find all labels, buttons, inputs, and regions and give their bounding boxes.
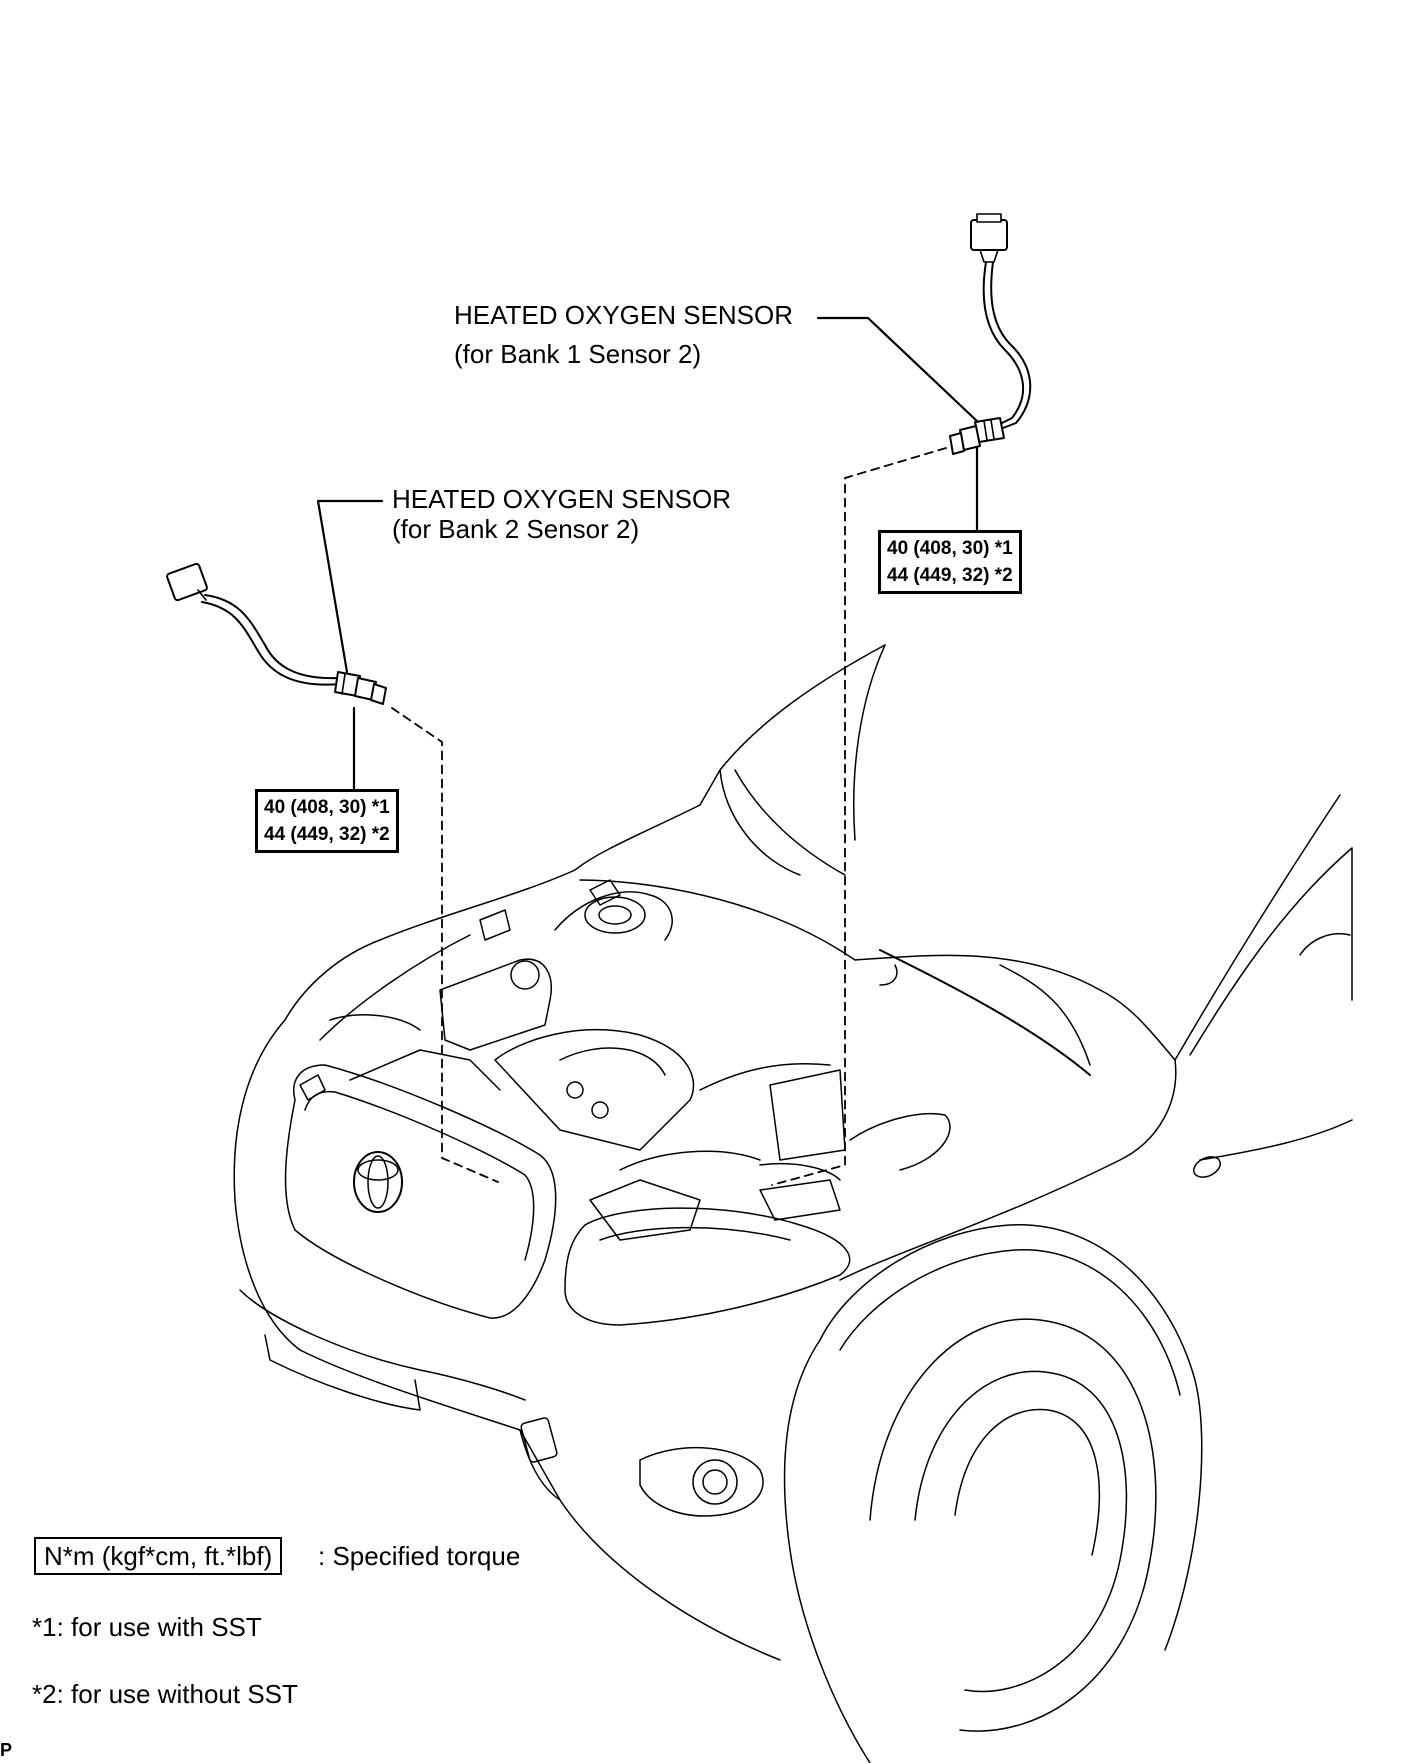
- bank2-sensor-illustration: [166, 562, 387, 705]
- bank2-sensor-name: HEATED OXYGEN SENSOR: [392, 484, 732, 514]
- bank1-torque-line2: 44 (449, 32) *2: [887, 565, 1013, 586]
- legend-note-2: *2: for use without SST: [32, 1679, 298, 1709]
- legend-torque-description: : Specified torque: [318, 1541, 521, 1571]
- bank2-torque-box: 40 (408, 30) *1 44 (449, 32) *2: [255, 789, 399, 853]
- bank2-torque-line2: 44 (449, 32) *2: [264, 824, 390, 845]
- bank1-torque-box: 40 (408, 30) *1 44 (449, 32) *2: [878, 530, 1022, 594]
- bank1-torque-line1: 40 (408, 30) *1: [887, 538, 1013, 559]
- legend-note-1: *1: for use with SST: [32, 1612, 262, 1642]
- bank2-torque-line1: 40 (408, 30) *1: [264, 797, 390, 818]
- toyota-emblem: [353, 1151, 403, 1213]
- bank1-install-dashed-line: [771, 447, 947, 1186]
- bank1-leader-line: [816, 316, 980, 424]
- legend-torque-unit-box: N*m (kgf*cm, ft.*lbf): [34, 1537, 283, 1575]
- bank1-sensor-detail: (for Bank 1 Sensor 2): [454, 339, 702, 369]
- vehicle-outline: [233, 644, 1353, 1763]
- bank1-sensor-illustration: [949, 213, 1032, 455]
- bank2-leader-line: [316, 499, 384, 674]
- bank1-sensor-name: HEATED OXYGEN SENSOR: [454, 300, 794, 330]
- page-code: P: [0, 1740, 13, 1760]
- bank2-install-dashed-line: [391, 707, 499, 1183]
- bank2-sensor-detail: (for Bank 2 Sensor 2): [392, 514, 640, 544]
